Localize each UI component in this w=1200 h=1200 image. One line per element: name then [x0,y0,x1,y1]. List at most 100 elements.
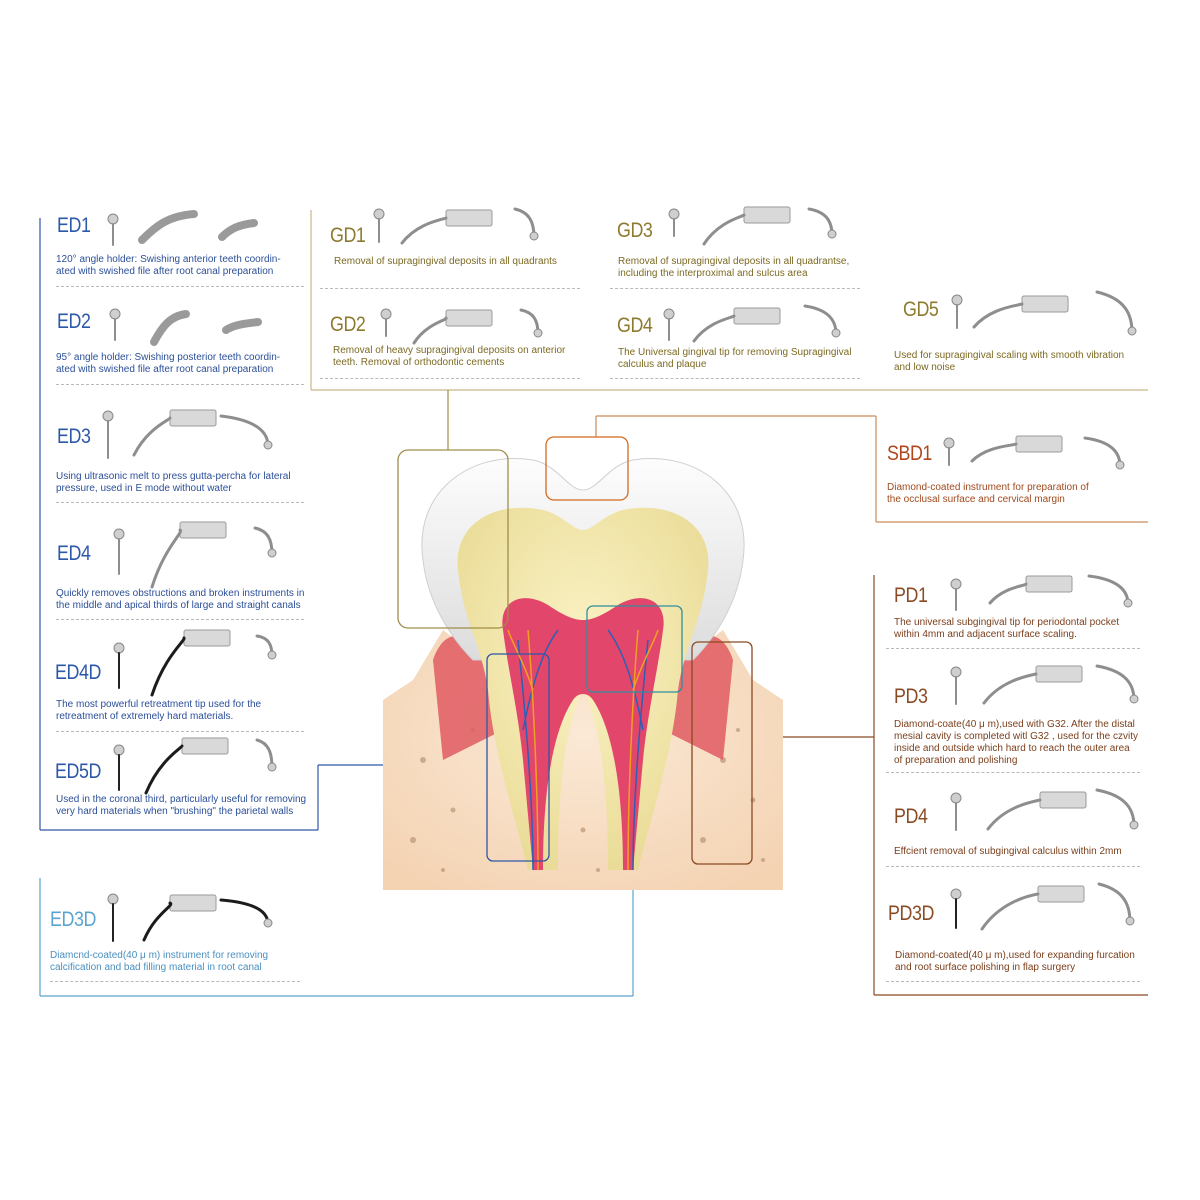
code-ed4: ED4 [57,542,91,565]
divider [56,731,304,732]
ed3d-hook-icon [219,898,273,928]
ed2-side-icon [222,318,262,334]
code-pd3d: PD3D [888,902,934,925]
divider [610,288,860,289]
gd1-front-icon [373,208,385,243]
desc-gd4: The Universal gingival tip for removing … [618,347,852,370]
gd3-front-icon [668,208,680,237]
ed1-side-icon [218,219,258,241]
code-pd3: PD3 [894,685,928,708]
desc-ed2: 95° angle holder: Swishing posterior tee… [56,352,281,375]
ed4-curved-icon [150,521,227,589]
gd4-front-icon [663,308,675,341]
ed3d-front-icon [107,893,119,942]
pd3d-hook-icon [1097,882,1135,926]
pd3-hook-icon [1095,664,1139,704]
desc-pd3d: Diamond-coated(40 μ m),used for expandin… [895,950,1135,973]
desc-pd3: Diamond-coate(40 μ m),used with G32. Aft… [894,719,1138,766]
divider [320,378,580,379]
pd1-hook-icon [1087,574,1133,608]
code-ed4d: ED4D [55,661,101,684]
desc-ed4d: The most powerful retreatment tip used f… [56,699,262,722]
desc-pd1: The universal subgingival tip for period… [894,617,1120,640]
divider [886,772,1140,773]
desc-gd5: Used for supragingival scaling with smoo… [894,350,1125,373]
ed4-front-icon [113,528,125,575]
code-sbd1: SBD1 [887,442,932,465]
ed4d-hook-icon [255,634,277,660]
desc-sbd1: Diamond-coated instrument for preparatio… [887,482,1089,505]
desc-gd3: Removal of supragingival deposits in all… [618,256,850,279]
gd3-curved-icon [702,206,791,246]
gd5-front-icon [951,294,963,329]
divider [56,619,304,620]
tooth-illustration [383,436,783,890]
ed4-hook-icon [253,526,277,558]
code-gd4: GD4 [617,314,653,337]
pd3-front-icon [950,666,962,705]
ed5d-hook-icon [255,738,277,772]
sbd1-curved-icon [970,435,1063,463]
code-gd3: GD3 [617,219,653,242]
code-gd2: GD2 [330,313,366,336]
divider [886,648,1140,649]
divider [56,286,304,287]
desc-gd2: Removal of heavy supragingival deposits … [333,345,566,368]
ed5d-curved-icon [144,737,229,795]
code-gd5: GD5 [903,298,939,321]
divider [50,981,300,982]
pd3-curved-icon [982,665,1083,705]
code-ed2: ED2 [57,310,91,333]
ed5d-front-icon [113,744,125,791]
sbd1-front-icon [943,437,955,466]
divider [320,288,580,289]
code-ed1: ED1 [57,214,91,237]
pd4-front-icon [950,792,962,831]
code-pd1: PD1 [894,584,928,607]
gd4-hook-icon [803,304,841,338]
desc-pd4: Effcient removal of subgingival calculus… [894,846,1122,857]
desc-ed3d: Diamcnd-coated(40 μ m) instrument for re… [50,950,269,973]
pd4-hook-icon [1095,788,1139,830]
desc-gd1: Removal of supragingival deposits in all… [334,256,557,267]
ed1-holder-icon [138,210,198,244]
gd4-curved-icon [692,307,781,343]
ed3-curved-icon [132,409,217,457]
ed3d-curved-icon [142,894,217,942]
code-ed3d: ED3D [50,908,96,931]
pd3d-front-icon [950,888,962,929]
code-gd1: GD1 [330,224,366,247]
code-pd4: PD4 [894,805,928,828]
gd2-hook-icon [519,308,543,338]
desc-ed4: Quickly removes obstructions and broken … [56,588,305,611]
gd2-curved-icon [412,309,493,345]
pd3d-curved-icon [980,885,1085,931]
desc-ed5d: Used in the coronal third, particularly … [56,794,307,817]
divider [610,378,860,379]
gd1-curved-icon [400,209,493,245]
desc-ed3: Using ultrasonic melt to press gutta-per… [56,471,291,494]
code-ed3: ED3 [57,425,91,448]
sbd1-hook-icon [1083,436,1125,470]
gd5-curved-icon [972,295,1069,329]
divider [886,981,1140,982]
ed2-front-icon [109,308,121,341]
code-ed5d: ED5D [55,760,101,783]
ed4d-curved-icon [150,629,231,697]
gd5-hook-icon [1095,290,1137,336]
ed1-front-icon [107,213,119,246]
ed3-front-icon [102,410,114,459]
gd1-hook-icon [513,207,539,241]
ed2-holder-icon [150,310,190,346]
ed3-hook-icon [219,414,273,450]
pd4-curved-icon [986,791,1087,831]
ed4d-front-icon [113,642,125,689]
divider [886,866,1140,867]
divider [56,384,304,385]
desc-ed1: 120° angle holder: Swishing anterior tee… [56,254,281,277]
gd3-hook-icon [807,207,837,239]
pd1-curved-icon [988,575,1073,605]
pd1-front-icon [950,578,962,611]
divider [56,502,304,503]
